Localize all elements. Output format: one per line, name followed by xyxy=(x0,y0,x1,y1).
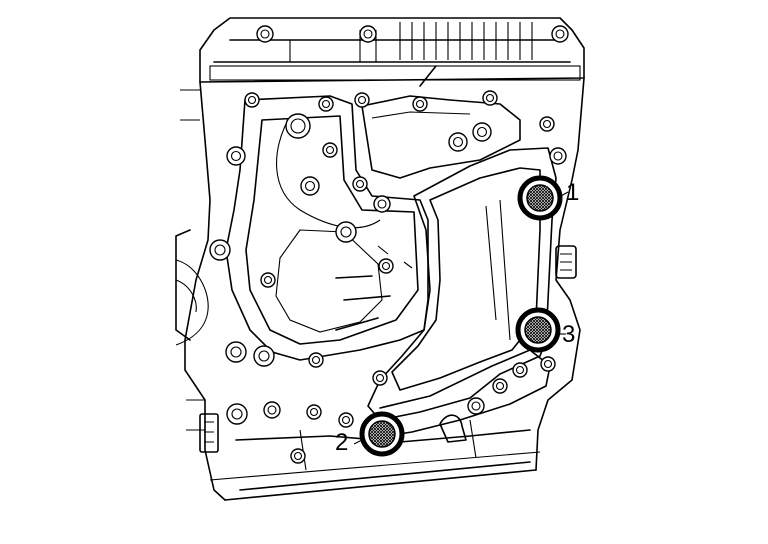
callout-label-2: 2 xyxy=(335,429,348,456)
callout-label-1: 1 xyxy=(566,179,579,206)
highlighted-bolt-3 xyxy=(515,307,561,353)
highlighted-bolt-2 xyxy=(359,411,405,457)
engine-mount-bracket xyxy=(367,147,557,437)
fasteners xyxy=(209,25,569,464)
callout-leaders xyxy=(353,191,569,445)
sensor-connectors xyxy=(199,245,577,453)
highlighted-bolt-1 xyxy=(517,175,563,221)
callout-label-3: 3 xyxy=(562,321,575,348)
engine-block xyxy=(184,77,585,501)
timing-cover xyxy=(225,65,521,361)
cylinder-head xyxy=(199,17,585,83)
left-side-details xyxy=(175,89,209,431)
